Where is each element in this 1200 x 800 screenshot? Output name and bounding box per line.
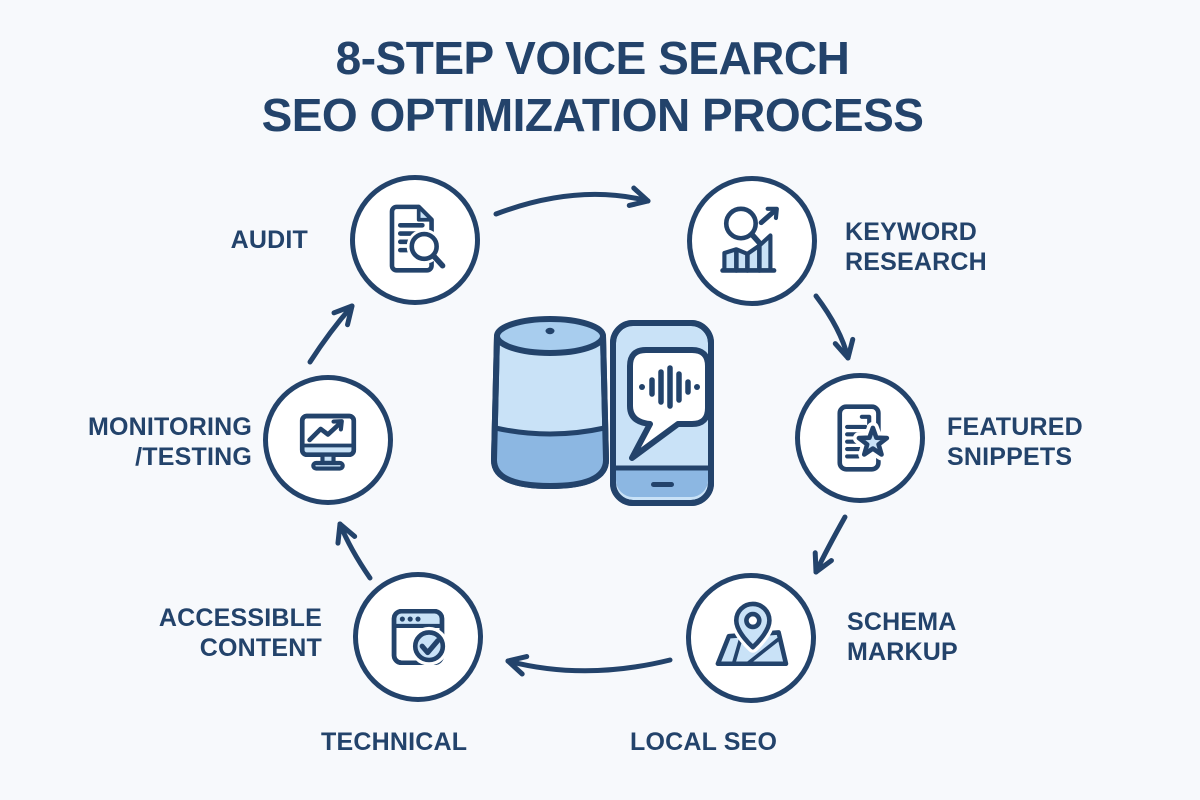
monitor-trend-chart-icon	[299, 413, 357, 471]
step-label-schema-markup: SCHEMA MARKUP	[847, 608, 958, 666]
voice-speech-bubble-icon	[627, 347, 711, 461]
step-label-technical: TECHNICAL	[321, 728, 468, 756]
step-node-keyword-research	[687, 176, 817, 306]
browser-checkmark-icon	[391, 608, 449, 666]
title-line-2: SEO OPTIMIZATION PROCESS	[261, 89, 924, 141]
step-node-technical	[353, 572, 483, 702]
step-label-monitoring-testing: MONITORING /TESTING	[87, 413, 252, 471]
step-node-featured-snippets	[795, 373, 925, 503]
step-node-local-seo	[686, 573, 816, 703]
arrow-snippets-to-localseo	[812, 514, 848, 575]
step-label-keyword-research: KEYWORD RESEARCH	[845, 218, 987, 276]
arrow-localseo-to-technical	[505, 654, 673, 677]
step-label-audit: AUDIT	[230, 226, 308, 254]
voice-waveform-icon	[639, 365, 700, 409]
smartphone-illustration	[610, 320, 714, 506]
step-label-featured-snippets: FEATURED SNIPPETS	[947, 413, 1083, 471]
step-node-monitoring-testing	[263, 375, 393, 505]
map-location-pin-icon	[715, 598, 789, 667]
step-node-audit	[350, 175, 480, 305]
step-label-local-seo: LOCAL SEO	[630, 728, 778, 756]
page-title: 8-STEP VOICE SEARCH SEO OPTIMIZATION PRO…	[0, 30, 1185, 144]
arrow-audit-to-keyword	[493, 185, 651, 217]
arrow-monitoring-to-audit	[307, 303, 355, 365]
voice-search-illustration	[491, 316, 714, 506]
arrow-keyword-to-snippets	[813, 293, 856, 361]
document-star-icon	[837, 404, 893, 472]
arrow-technical-to-monitoring	[335, 521, 373, 581]
magnifier-growth-chart-icon	[720, 203, 779, 273]
title-line-1: 8-STEP VOICE SEARCH	[335, 32, 850, 84]
step-label-accessible-content: ACCESSIBLE CONTENT	[158, 604, 322, 662]
document-magnifier-icon	[389, 204, 446, 273]
smart-speaker-illustration	[491, 316, 609, 489]
